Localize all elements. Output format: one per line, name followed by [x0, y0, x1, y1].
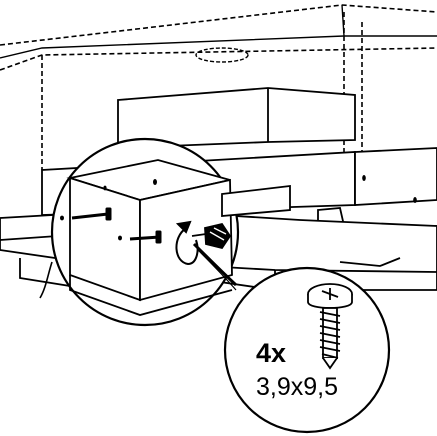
screw-icon	[307, 283, 353, 370]
screw-quantity: 4x	[256, 338, 286, 368]
screw-size: 3,9x9,5	[256, 373, 338, 401]
rotation-arrow-icon	[175, 220, 199, 266]
cabinet-top-panel	[0, 4, 437, 59]
screw-icon	[71, 207, 112, 221]
cabinet-hole	[195, 47, 249, 63]
side-screw-holes	[362, 175, 417, 203]
detail-magnifier	[39, 137, 291, 327]
power-cable	[192, 242, 238, 287]
screw-icon	[129, 230, 162, 244]
screw-callout: 4x 3,9x9,5	[223, 266, 391, 434]
screwdriver-icon	[191, 222, 232, 250]
